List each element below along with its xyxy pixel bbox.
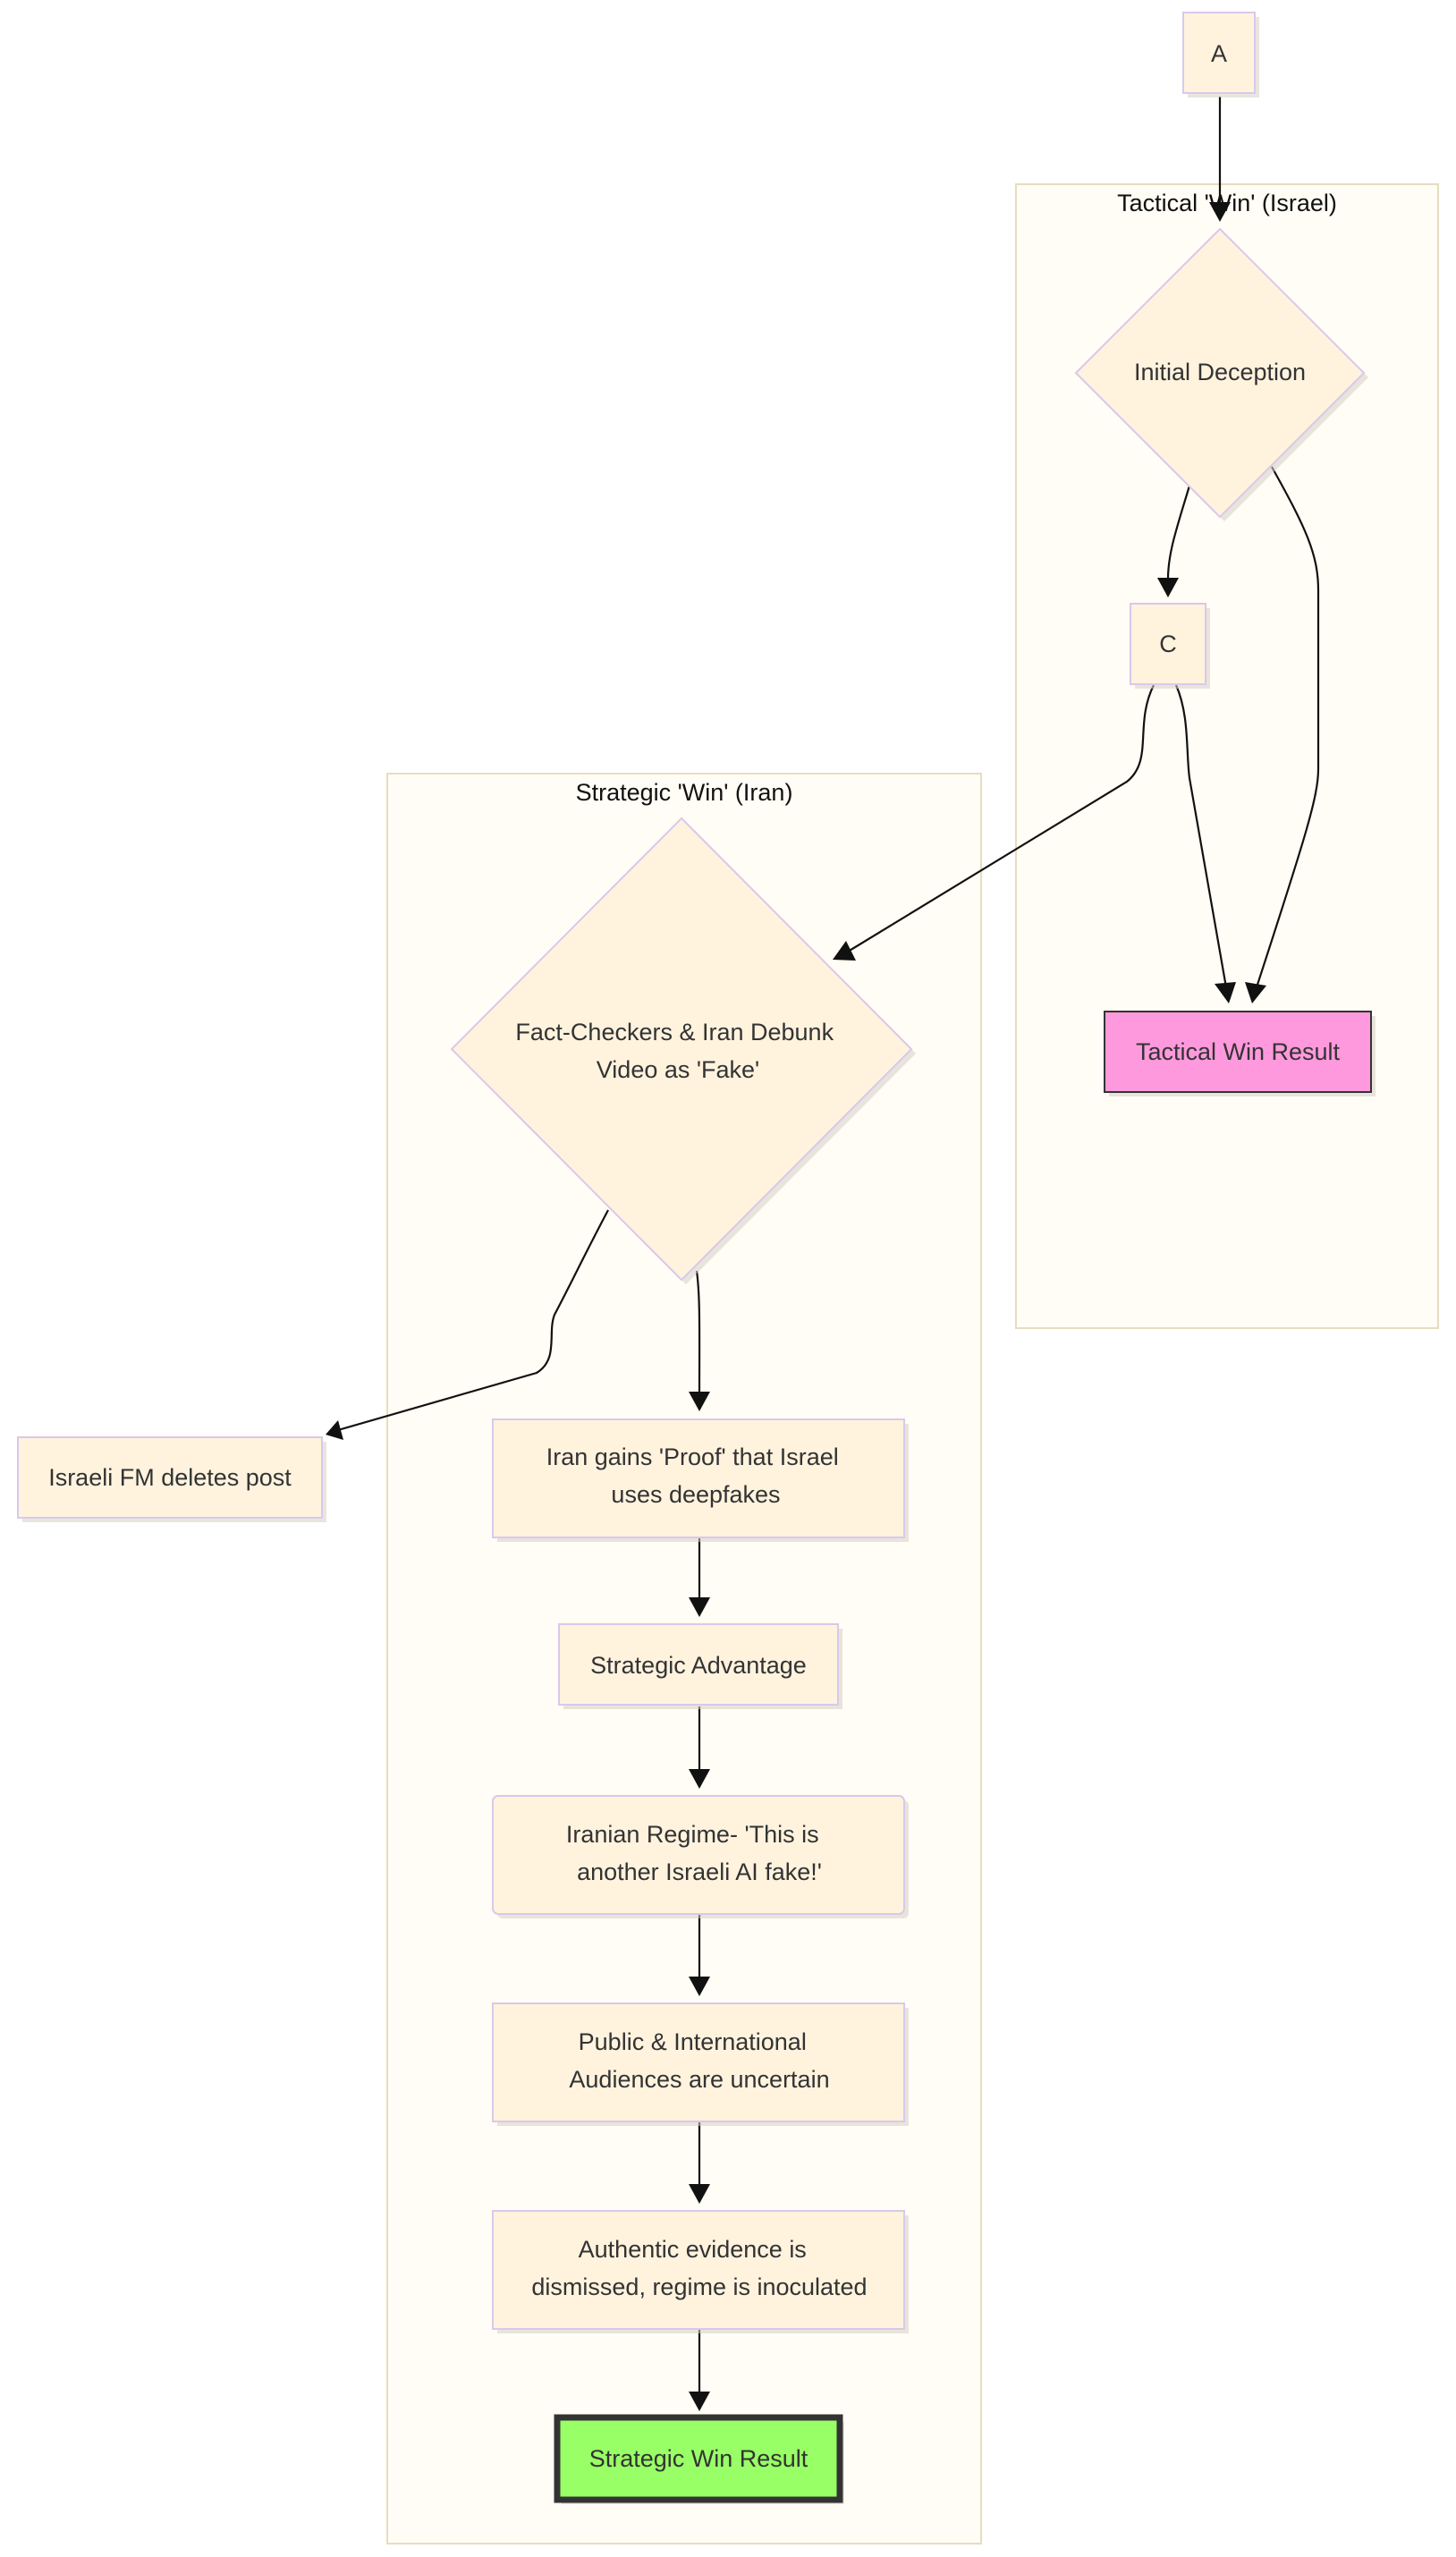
arrowhead-public-audiences xyxy=(689,1977,710,1996)
arrowhead-iran-gains xyxy=(689,1392,710,1411)
node-iranian-regime-label: Iranian Regime- 'This is another Israeli… xyxy=(566,1821,825,1885)
node-tactical-win-result-label: Tactical Win Result xyxy=(1136,1038,1341,1065)
edge-c-to-fact-checkers xyxy=(847,684,1155,953)
edge-initial-deception-to-tactical-win xyxy=(1255,466,1320,988)
node-authentic-evidence-line-2: dismissed, regime is inoculated xyxy=(531,2273,867,2300)
node-iran-gains-line-2: uses deepfakes xyxy=(611,1481,780,1508)
node-tactical-win-result[interactable]: Tactical Win Result xyxy=(1104,1011,1376,1096)
node-initial-deception[interactable]: Initial Deception xyxy=(1074,227,1368,521)
node-israeli-fm-label: Israeli FM deletes post xyxy=(48,1464,292,1491)
node-public-audiences-line-1: Public & International xyxy=(579,2028,807,2055)
node-c-label: C xyxy=(1159,631,1177,657)
edge-c-to-tactical-win xyxy=(1174,684,1228,988)
cluster-strategic-title: Strategic 'Win' (Iran) xyxy=(576,779,793,806)
node-iran-gains-label: Iran gains 'Proof' that Israel uses deep… xyxy=(546,1444,846,1508)
arrowhead-strategic-win xyxy=(689,2392,710,2411)
node-fact-checkers-line-2: Video as 'Fake' xyxy=(597,1056,759,1083)
node-public-audiences-label: Public & International Audiences are unc… xyxy=(569,2028,829,2093)
node-c[interactable]: C xyxy=(1130,603,1210,689)
node-iran-gains-line-1: Iran gains 'Proof' that Israel xyxy=(546,1444,839,1470)
arrowhead-authentic-evidence xyxy=(689,2184,710,2204)
node-fact-checkers-debunk[interactable]: Fact-Checkers & Iran Debunk Video as 'Fa… xyxy=(450,817,916,1284)
node-iran-gains-proof[interactable]: Iran gains 'Proof' that Israel uses deep… xyxy=(492,1418,909,1542)
node-fact-checkers-label: Fact-Checkers & Iran Debunk Video as 'Fa… xyxy=(515,1019,840,1083)
node-a-label: A xyxy=(1211,40,1227,67)
node-authentic-evidence-line-1: Authentic evidence is xyxy=(579,2236,807,2263)
edge-fact-checkers-to-israeli-fm xyxy=(337,1209,609,1432)
node-authentic-evidence[interactable]: Authentic evidence is dismissed, regime … xyxy=(492,2210,909,2333)
node-authentic-evidence-label: Authentic evidence is dismissed, regime … xyxy=(531,2236,867,2300)
node-public-audiences-line-2: Audiences are uncertain xyxy=(569,2066,829,2093)
node-strategic-advantage[interactable]: Strategic Advantage xyxy=(558,1623,842,1709)
arrowhead-tactical-win-right xyxy=(1245,982,1266,1003)
node-fact-checkers-line-1: Fact-Checkers & Iran Debunk xyxy=(515,1019,834,1046)
node-strategic-win-result[interactable]: Strategic Win Result xyxy=(554,2414,844,2504)
arrowhead-strategic-advantage xyxy=(689,1597,710,1617)
node-initial-deception-label: Initial Deception xyxy=(1134,359,1306,385)
edge-initial-deception-to-c xyxy=(1166,485,1191,584)
node-iranian-regime[interactable]: Iranian Regime- 'This is another Israeli… xyxy=(492,1795,909,1918)
node-strategic-advantage-label: Strategic Advantage xyxy=(590,1652,807,1679)
arrowhead-tactical-win-left xyxy=(1215,982,1236,1003)
node-israeli-fm-deletes-post[interactable]: Israeli FM deletes post xyxy=(17,1436,326,1522)
arrowhead-iranian-regime xyxy=(689,1769,710,1789)
node-public-audiences[interactable]: Public & International Audiences are unc… xyxy=(492,2002,909,2126)
arrowhead-initial-deception xyxy=(1209,202,1231,222)
node-iranian-regime-line-1: Iranian Regime- 'This is xyxy=(566,1821,819,1848)
edges xyxy=(326,97,1320,2411)
node-iranian-regime-line-2: another Israeli AI fake!' xyxy=(577,1858,822,1885)
node-a[interactable]: A xyxy=(1182,12,1259,97)
edge-fact-checkers-to-iran-gains xyxy=(695,1270,701,1396)
arrowhead-israeli-fm xyxy=(326,1420,343,1440)
node-strategic-win-result-label: Strategic Win Result xyxy=(589,2445,808,2472)
arrowhead-c xyxy=(1157,578,1179,597)
arrowhead-fact-checkers xyxy=(833,941,856,961)
